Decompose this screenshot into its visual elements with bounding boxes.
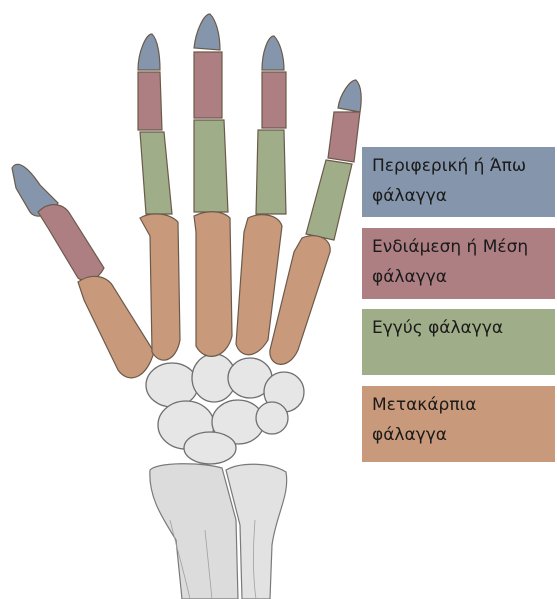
thumb [12,164,154,378]
legend-proximal-label: Εγγύς φάλαγγα [372,318,503,338]
ring-finger [236,36,286,355]
index-proximal-phalanx [140,132,172,214]
index-distal-phalanx [138,34,160,70]
ring-proximal-phalanx [256,130,286,214]
middle-metacarpal [194,212,232,357]
little-middle-phalanx [328,112,360,162]
legend-distal-label: Περιφερική ή Άπω φάλαγγα [372,156,526,206]
thumb-proximal-phalanx [38,205,104,281]
index-finger [138,34,180,360]
carpal-bones [146,354,304,464]
ring-distal-phalanx [262,36,284,70]
ring-middle-phalanx [262,72,286,128]
middle-proximal-phalanx [194,120,228,212]
middle-distal-phalanx [194,14,220,50]
little-proximal-phalanx [306,160,352,240]
thumb-metacarpal [78,276,154,378]
legend-proximal-phalanx: Εγγύς φάλαγγα [362,309,555,375]
legend-middle-label: Ενδιάμεση ή Μέση φάλαγγα [372,237,528,287]
radius-bone [150,464,238,599]
middle-middle-phalanx [194,52,222,118]
little-distal-phalanx [338,80,361,112]
forearm-bones [150,464,287,599]
legend-distal-phalanx: Περιφερική ή Άπω φάλαγγα [362,147,555,217]
legend-metacarpal-label: Μετακάρπια φάλαγγα [372,395,477,445]
index-middle-phalanx [138,72,162,130]
legend-middle-phalanx: Ενδιάμεση ή Μέση φάλαγγα [362,228,555,299]
fingers [12,14,361,378]
legend-metacarpal: Μετακάρπια φάλαγγα [362,386,555,462]
middle-finger [194,14,232,356]
